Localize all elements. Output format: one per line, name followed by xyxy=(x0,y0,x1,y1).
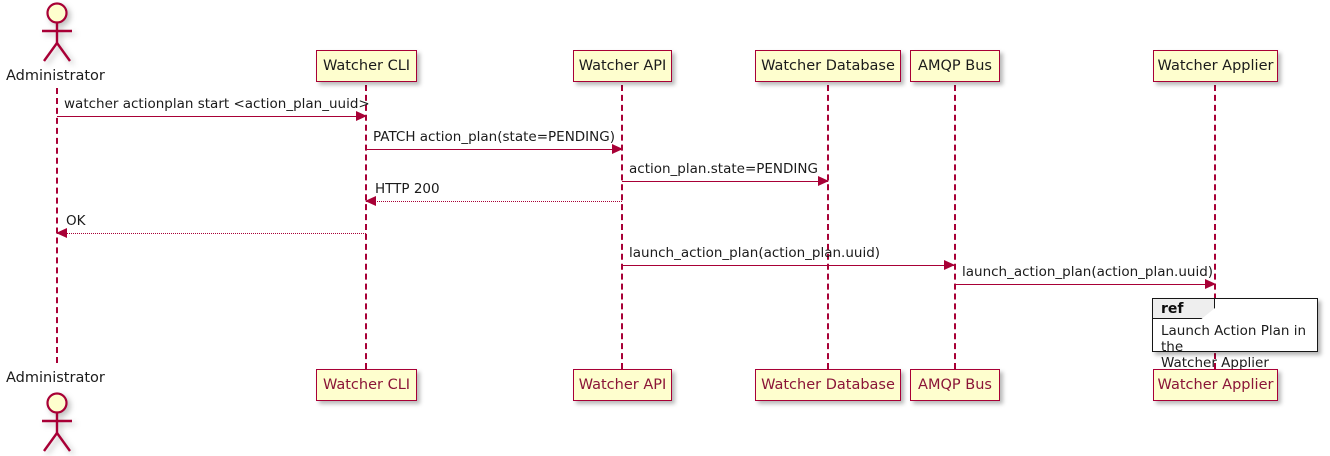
ref-fragment-body: Launch Action Plan in the Watcher Applie… xyxy=(1161,323,1311,371)
arrow-head-right-icon xyxy=(612,144,623,154)
ref-fragment-body-line-1: Launch Action Plan in the xyxy=(1161,323,1307,355)
arrow-head-right-icon xyxy=(944,260,955,270)
ref-fragment: ref Launch Action Plan in the Watcher Ap… xyxy=(1152,298,1318,371)
message-line xyxy=(57,233,366,234)
lifeline-amqp-bus xyxy=(954,85,956,369)
message-label: launch_action_plan(action_plan.uuid) xyxy=(962,264,1214,280)
message-label: HTTP 200 xyxy=(375,181,440,197)
message-line xyxy=(622,181,828,182)
participant-box-watcher-cli-bottom[interactable]: Watcher CLI xyxy=(316,369,417,401)
participant-box-amqp-bus-bottom[interactable]: AMQP Bus xyxy=(910,369,1000,401)
message-line xyxy=(622,265,954,266)
participant-box-watcher-applier-top[interactable]: Watcher Applier xyxy=(1153,50,1278,82)
arrow-head-right-icon xyxy=(356,111,367,121)
actor-label-administrator-bottom: Administrator xyxy=(6,370,105,386)
lifeline-watcher-api xyxy=(621,85,623,369)
message-line xyxy=(57,116,366,117)
participant-label-watcher-database-bottom: Watcher Database xyxy=(761,377,895,393)
participant-label-watcher-cli-top: Watcher CLI xyxy=(322,58,411,74)
ref-fragment-body-line-2: Watcher Applier xyxy=(1161,355,1269,371)
stick-figure-icon xyxy=(42,2,72,62)
arrow-head-right-icon xyxy=(1205,279,1216,289)
message-label: watcher actionplan start <action_plan_uu… xyxy=(64,96,370,112)
message-line xyxy=(955,284,1215,285)
ref-fragment-tab-label: ref xyxy=(1161,300,1184,317)
lifeline-watcher-applier xyxy=(1214,85,1216,369)
participant-box-watcher-api-top[interactable]: Watcher API xyxy=(573,50,672,82)
message-line xyxy=(366,201,622,202)
participant-label-watcher-applier-top: Watcher Applier xyxy=(1157,58,1274,74)
lifeline-watcher-cli xyxy=(365,85,367,369)
stick-figure-icon xyxy=(42,392,72,452)
arrow-head-right-icon xyxy=(818,176,829,186)
message-label: OK xyxy=(66,213,86,229)
actor-administrator-top xyxy=(36,2,80,64)
actor-label-administrator-top: Administrator xyxy=(6,68,105,84)
message-label: action_plan.state=PENDING xyxy=(629,161,818,177)
participant-box-watcher-cli-top[interactable]: Watcher CLI xyxy=(316,50,417,82)
participant-box-watcher-applier-bottom[interactable]: Watcher Applier xyxy=(1153,369,1278,401)
participant-box-watcher-api-bottom[interactable]: Watcher API xyxy=(573,369,672,401)
participant-box-amqp-bus-top[interactable]: AMQP Bus xyxy=(910,50,1000,82)
participant-box-watcher-database-bottom[interactable]: Watcher Database xyxy=(755,369,901,401)
actor-administrator-bottom xyxy=(36,392,80,454)
participant-label-watcher-cli-bottom: Watcher CLI xyxy=(322,377,411,393)
message-label: PATCH action_plan(state=PENDING) xyxy=(373,129,615,145)
arrow-head-left-icon xyxy=(56,228,67,238)
message-label: launch_action_plan(action_plan.uuid) xyxy=(629,245,881,261)
participant-label-watcher-database-top: Watcher Database xyxy=(761,58,895,74)
ref-fragment-tab: ref xyxy=(1153,299,1215,319)
participant-label-watcher-applier-bottom: Watcher Applier xyxy=(1157,377,1274,393)
participant-label-amqp-bus-bottom: AMQP Bus xyxy=(918,377,992,393)
participant-label-watcher-api-bottom: Watcher API xyxy=(578,377,667,393)
participant-box-watcher-database-top[interactable]: Watcher Database xyxy=(755,50,901,82)
arrow-head-left-icon xyxy=(365,196,376,206)
message-line xyxy=(366,149,622,150)
participant-label-amqp-bus-top: AMQP Bus xyxy=(918,58,992,74)
lifeline-watcher-database xyxy=(827,85,829,369)
participant-label-watcher-api-top: Watcher API xyxy=(578,58,667,74)
lifeline-administrator xyxy=(56,88,58,363)
